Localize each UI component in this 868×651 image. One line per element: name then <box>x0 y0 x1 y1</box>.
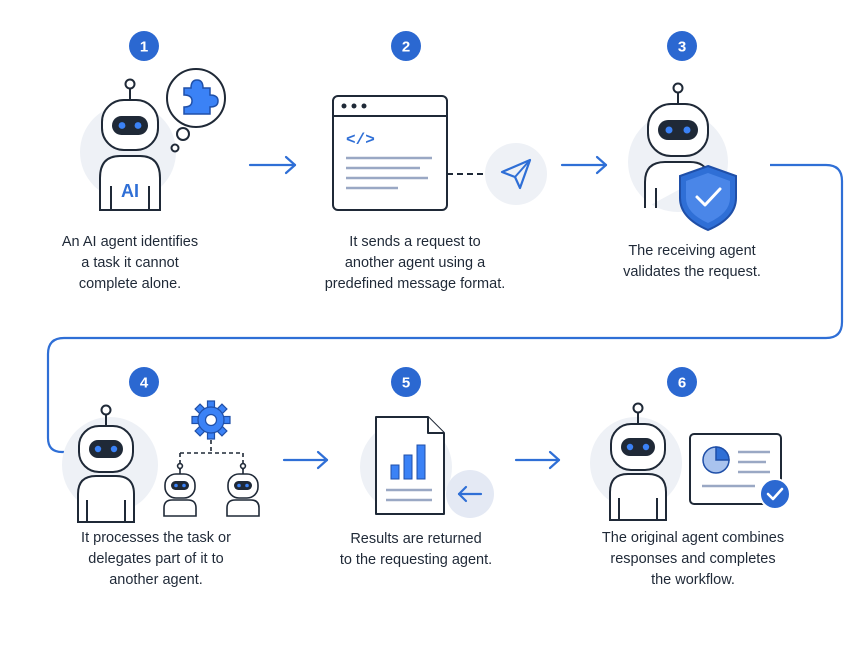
gear-icon <box>191 400 231 440</box>
step-number-4: 4 <box>140 375 149 392</box>
step-number-6: 6 <box>678 375 686 392</box>
caption-line: It sends a request to <box>349 234 481 250</box>
step-badge-4: 4 <box>129 367 159 397</box>
thought-bubble-icon <box>166 68 226 153</box>
puzzle-piece-icon <box>183 79 219 115</box>
code-glyph: </> <box>346 131 375 149</box>
caption-line: Results are returned <box>350 531 482 547</box>
step-3-illustration <box>628 82 737 232</box>
sub-agent-robot-icon <box>226 462 260 517</box>
caption-line: predefined message format. <box>324 276 506 292</box>
arrow-right-icon <box>282 450 329 470</box>
robot-icon: AI <box>99 78 161 211</box>
step-number-3: 3 <box>678 39 686 56</box>
step-badge-2: 2 <box>391 31 421 61</box>
robot-chest-label: AI <box>121 181 139 201</box>
caption-line: to the requesting agent. <box>339 552 493 568</box>
row-connector-line <box>46 163 844 454</box>
caption-line: another agent using a <box>344 255 486 271</box>
step-2-illustration: </> <box>332 95 547 211</box>
step-4-illustration <box>62 400 260 523</box>
step-4-caption: It processes the task or delegates part … <box>56 528 256 591</box>
step-badge-1: 1 <box>129 31 159 61</box>
send-icon <box>485 143 547 205</box>
dashboard-report-icon <box>689 433 782 505</box>
code-window-icon: </> <box>332 95 448 211</box>
step-1-illustration: AI <box>80 68 226 211</box>
step-badge-5: 5 <box>391 367 421 397</box>
caption-line: the workflow. <box>651 572 735 588</box>
caption-line: another agent. <box>109 572 203 588</box>
step-badge-6: 6 <box>667 367 697 397</box>
caption-line: validates the request. <box>623 264 761 280</box>
check-circle-icon <box>759 478 791 510</box>
step-6-caption: The original agent combines responses an… <box>580 528 806 591</box>
sub-agent-robot-icon <box>163 462 197 517</box>
caption-line: The receiving agent <box>628 243 756 259</box>
step-3-caption: The receiving agent validates the reques… <box>598 241 786 283</box>
step-6-illustration <box>590 402 791 521</box>
caption-line: responses and completes <box>610 551 776 567</box>
arrow-right-icon <box>560 155 608 175</box>
caption-line: delegates part of it to <box>88 551 224 567</box>
step-number-1: 1 <box>140 39 148 56</box>
arrow-right-icon <box>514 450 561 470</box>
step-number-5: 5 <box>402 375 410 392</box>
caption-line: complete alone. <box>78 276 182 292</box>
report-document-icon <box>375 416 445 515</box>
step-badge-3: 3 <box>667 31 697 61</box>
arrow-right-icon <box>248 155 297 175</box>
caption-line: An AI agent identifies <box>61 234 199 250</box>
return-arrow-icon <box>446 470 494 518</box>
step-2-caption: It sends a request to another agent usin… <box>300 232 530 295</box>
step-1-caption: An AI agent identifies a task it cannot … <box>40 232 220 295</box>
shield-check-icon <box>679 164 737 232</box>
step-number-2: 2 <box>402 39 410 56</box>
caption-line: The original agent combines <box>601 530 785 546</box>
step-5-illustration <box>360 416 494 518</box>
step-5-caption: Results are returned to the requesting a… <box>318 529 514 571</box>
caption-line: It processes the task or <box>81 530 231 546</box>
caption-line: a task it cannot <box>81 255 179 271</box>
